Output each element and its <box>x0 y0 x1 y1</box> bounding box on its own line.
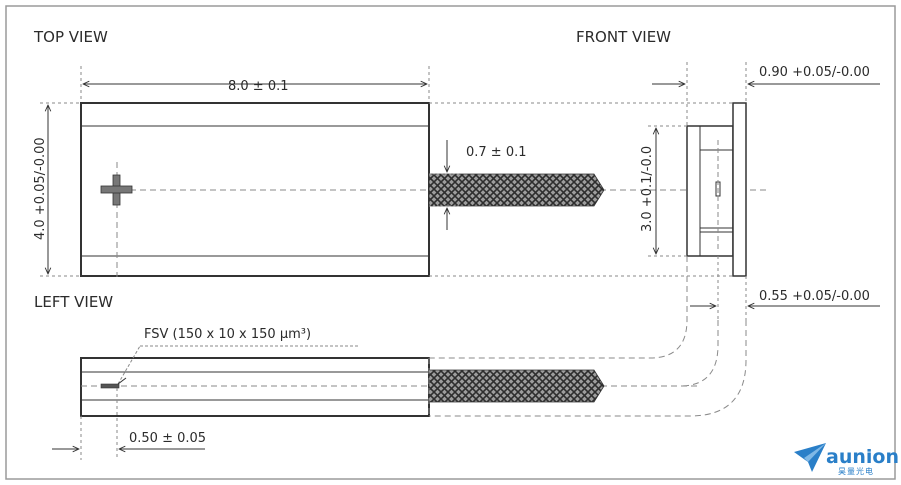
top-view-title: TOP VIEW <box>33 28 108 46</box>
left-view-body <box>80 357 700 417</box>
top-width-label: 4.0 +0.05/-0.00 <box>33 137 48 240</box>
front-bottom-thickness-dimension: 0.55 +0.05/-0.00 <box>690 256 880 320</box>
drawing-frame <box>5 5 896 480</box>
front-view-body <box>686 102 747 277</box>
front-view-title: FRONT VIEW <box>576 28 671 46</box>
front-bottom-thickness-label: 0.55 +0.05/-0.00 <box>759 289 870 304</box>
top-length-dimension: 8.0 ± 0.1 <box>80 66 430 100</box>
fsv-callout: FSV (150 x 10 x 150 μm³) <box>117 327 360 385</box>
top-width-dimension: 4.0 +0.05/-0.00 <box>33 102 81 277</box>
left-view-fiber <box>428 369 605 403</box>
top-view-body <box>80 102 770 277</box>
left-offset-dimension: 0.50 ± 0.05 <box>52 388 206 460</box>
projection-curves <box>428 256 747 417</box>
brand-logo: aunion 昊量光电 <box>794 443 899 476</box>
front-height-label: 3.0 +0.1/-0.0 <box>640 146 655 232</box>
top-length-label: 8.0 ± 0.1 <box>228 79 289 94</box>
fsv-cross-marker <box>100 174 133 206</box>
front-top-thickness-dimension: 0.90 +0.05/-0.00 <box>652 62 880 126</box>
brand-name: aunion <box>826 446 899 468</box>
fiber-diameter-dimension: 0.7 ± 0.1 <box>429 140 527 230</box>
left-view-title: LEFT VIEW <box>34 293 113 311</box>
fiber-diameter-label: 0.7 ± 0.1 <box>466 145 527 160</box>
front-height-dimension: 3.0 +0.1/-0.0 <box>640 125 687 257</box>
fsv-label: FSV (150 x 10 x 150 μm³) <box>144 327 311 342</box>
brand-subtitle: 昊量光电 <box>838 466 874 476</box>
front-top-thickness-label: 0.90 +0.05/-0.00 <box>759 65 870 80</box>
paper-plane-icon <box>794 443 826 472</box>
left-offset-label: 0.50 ± 0.05 <box>129 431 206 446</box>
top-view-fiber <box>428 173 605 207</box>
